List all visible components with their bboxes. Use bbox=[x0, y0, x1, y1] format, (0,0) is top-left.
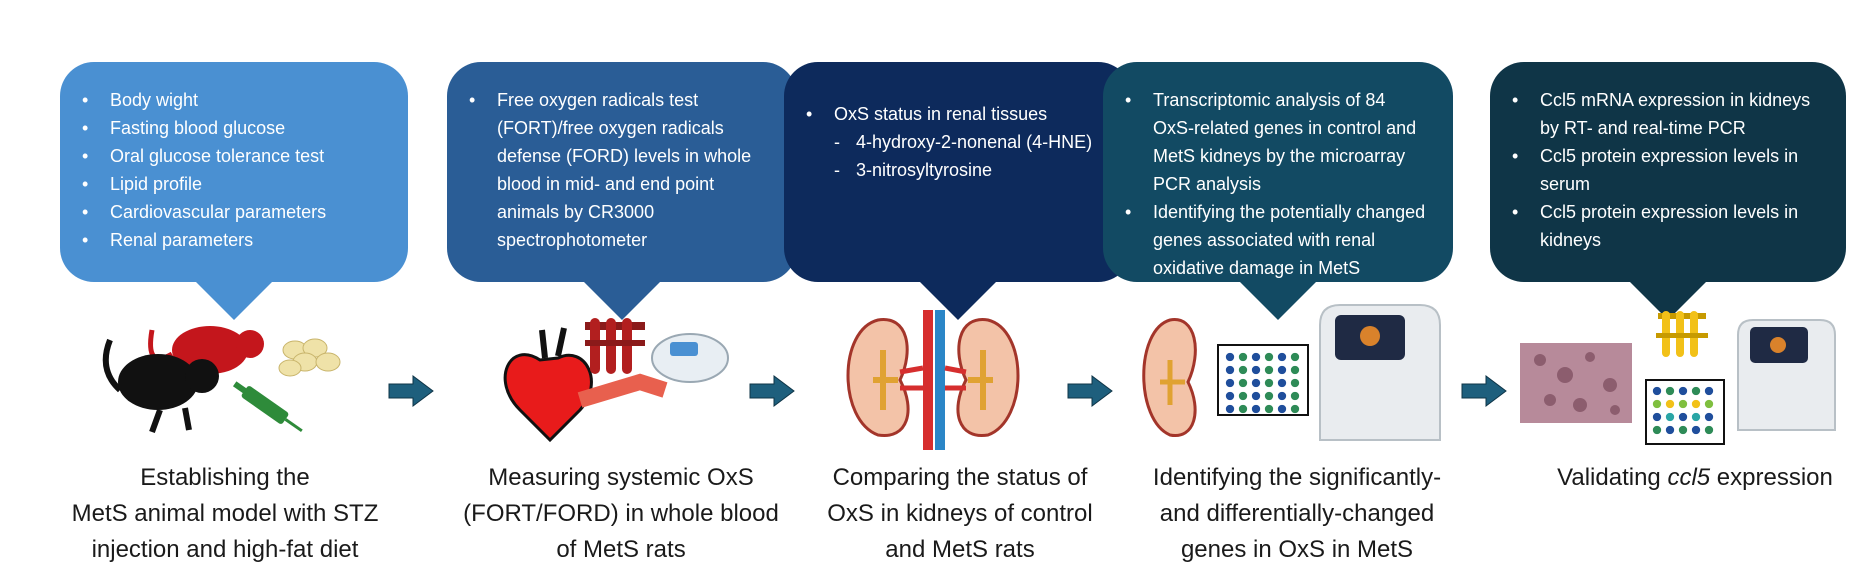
heart-icon bbox=[503, 327, 668, 443]
bullet: Renal parameters bbox=[82, 226, 386, 254]
bullet: Ccl5 mRNA expression in kidneys by RT- a… bbox=[1512, 86, 1824, 142]
blood-tubes-icon bbox=[585, 318, 645, 374]
step4-caption: Identifying the significantly- and diffe… bbox=[1152, 464, 1442, 563]
arrow-icon bbox=[749, 375, 795, 407]
bullet: Fasting blood glucose bbox=[82, 114, 386, 142]
kidney-icon bbox=[1142, 318, 1197, 437]
arrow-icon bbox=[1461, 375, 1507, 407]
spectrophotometer-icon bbox=[651, 333, 729, 383]
step4-bubble: Transcriptomic analysis of 84 OxS-relate… bbox=[1103, 62, 1453, 320]
arrow-icon bbox=[1067, 375, 1113, 407]
food-pellets-icon bbox=[278, 338, 341, 377]
bullet: Oral glucose tolerance test bbox=[82, 142, 386, 170]
step4-illustration bbox=[1142, 304, 1441, 441]
step2-caption: Measuring systemic OxS (FORT/FORD) in wh… bbox=[463, 464, 779, 563]
tubes-icon bbox=[1656, 311, 1708, 357]
step1-illustration bbox=[102, 326, 341, 434]
step1-bubble: Body wight Fasting blood glucose Oral gl… bbox=[60, 62, 408, 320]
step5-illustration bbox=[1520, 311, 1836, 445]
step3-caption: Comparing the status of OxS in kidneys o… bbox=[827, 464, 1093, 563]
bullet: Body wight bbox=[82, 86, 386, 114]
bullet: Identifying the potentially changed gene… bbox=[1125, 198, 1431, 282]
step1-caption: Establishing the MetS animal model with … bbox=[71, 464, 379, 563]
tissue-section-icon bbox=[1520, 343, 1632, 423]
syringe-icon bbox=[232, 381, 303, 433]
bullet: Lipid profile bbox=[82, 170, 386, 198]
sub-bullet: 4-hydroxy-2-nonenal (4-HNE) bbox=[806, 128, 1110, 156]
step2-illustration bbox=[503, 318, 729, 443]
sub-bullet: 3-nitrosyltyrosine bbox=[806, 156, 1110, 184]
arrow-icon bbox=[388, 375, 434, 407]
microarray-icon bbox=[1217, 344, 1309, 416]
kidneys-icon bbox=[846, 310, 1020, 450]
step3-illustration bbox=[846, 310, 1020, 450]
bullet: Ccl5 protein expression levels in kidney… bbox=[1512, 198, 1824, 254]
step5-bubble: Ccl5 mRNA expression in kidneys by RT- a… bbox=[1490, 62, 1846, 320]
step3-bubble: OxS status in renal tissues 4-hydroxy-2-… bbox=[784, 62, 1132, 320]
step2-bubble: Free oxygen radicals test (FORT)/free ox… bbox=[447, 62, 797, 320]
microarray-icon bbox=[1645, 379, 1725, 445]
bullet: Free oxygen radicals test (FORT)/free ox… bbox=[469, 86, 775, 254]
pcr-machine-icon bbox=[1319, 304, 1441, 441]
bullet: Transcriptomic analysis of 84 OxS-relate… bbox=[1125, 86, 1431, 198]
bullet: Cardiovascular parameters bbox=[82, 198, 386, 226]
bullet: Ccl5 protein expression levels in serum bbox=[1512, 142, 1824, 198]
pcr-machine-icon bbox=[1737, 319, 1836, 431]
step5-caption: Validating ccl5 expression bbox=[1557, 464, 1833, 491]
rat-icon bbox=[102, 326, 264, 434]
bullet: OxS status in renal tissues bbox=[806, 100, 1110, 128]
